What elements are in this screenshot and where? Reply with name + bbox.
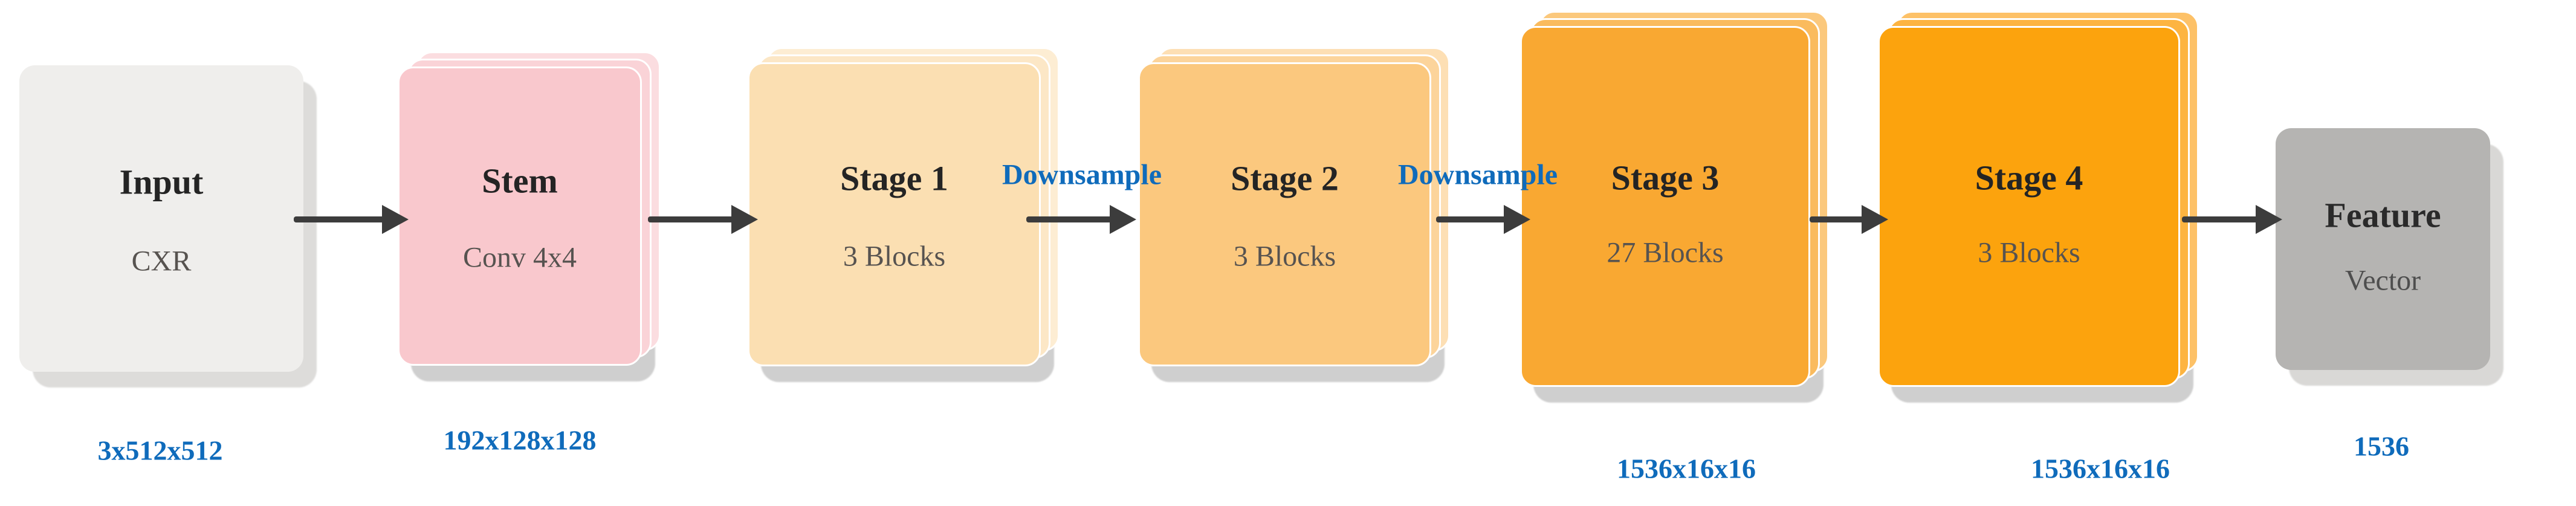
arrow-head-icon <box>1110 205 1136 234</box>
block-feature-card: Feature Vector <box>2276 128 2490 370</box>
block-stage1-subtitle: 3 Blocks <box>843 240 946 273</box>
block-stage1: Stage 1 3 Blocks <box>748 47 1060 382</box>
flow-arrow-input-to-stem <box>294 203 409 236</box>
block-stem-subtitle: Conv 4x4 <box>462 241 577 274</box>
block-stage3: Stage 3 27 Blocks <box>1520 11 1829 403</box>
block-stage2: Stage 2 3 Blocks <box>1138 47 1450 382</box>
block-stage3-subtitle: 27 Blocks <box>1607 236 1724 269</box>
block-stage4-subtitle: 3 Blocks <box>1978 236 2080 269</box>
block-stem-card: Stem Conv 4x4 <box>398 66 642 366</box>
block-stage3-card: Stage 3 27 Blocks <box>1520 26 1810 387</box>
arrow-head-icon <box>1862 205 1888 234</box>
downsample-label-2: Downsample <box>1397 158 1558 191</box>
downsample-label-1: Downsample <box>1002 158 1162 191</box>
block-stage4-card: Stage 4 3 Blocks <box>1878 26 2180 387</box>
block-stem: Stem Conv 4x4 <box>398 51 661 381</box>
block-stage2-subtitle: 3 Blocks <box>1233 240 1336 273</box>
block-input-subtitle: CXR <box>131 245 192 277</box>
arrow-head-icon <box>2256 205 2282 234</box>
dim-label-input: 3x512x512 <box>97 435 223 466</box>
block-feature-title: Feature <box>2325 195 2441 235</box>
block-input-title: Input <box>119 162 204 202</box>
arrow-shaft <box>1436 216 1507 222</box>
block-stage2-card: Stage 2 3 Blocks <box>1138 62 1431 366</box>
flow-arrow-stage1-to-stage2 <box>1026 203 1136 236</box>
arrow-head-icon <box>1504 205 1530 234</box>
dim-label-stem: 192x128x128 <box>443 424 597 456</box>
block-feature-subtitle: Vector <box>2345 264 2421 297</box>
block-stem-title: Stem <box>482 161 558 201</box>
arrow-shaft <box>1810 216 1865 222</box>
dim-label-stage3: 1536x16x16 <box>1617 453 1756 484</box>
block-feature: Feature Vector <box>2276 128 2503 386</box>
dim-label-stage4: 1536x16x16 <box>2031 453 2170 484</box>
arrow-head-icon <box>731 205 758 234</box>
flow-arrow-stem-to-stage1 <box>648 203 758 236</box>
flow-arrow-stage2-to-stage3 <box>1436 203 1530 236</box>
block-stage1-title: Stage 1 <box>840 158 948 198</box>
block-input-card: Input CXR <box>19 65 303 372</box>
block-stage1-card: Stage 1 3 Blocks <box>748 62 1041 366</box>
arrow-shaft <box>648 216 735 222</box>
block-input: Input CXR <box>19 65 317 388</box>
arrow-shaft <box>1026 216 1113 222</box>
block-stage4: Stage 4 3 Blocks <box>1878 11 2199 403</box>
block-stage4-title: Stage 4 <box>1975 158 2083 198</box>
flow-arrow-stage3-to-stage4 <box>1810 203 1888 236</box>
arrow-shaft <box>294 216 386 222</box>
flow-arrow-stage4-to-feature <box>2182 203 2282 236</box>
block-stage3-title: Stage 3 <box>1611 158 1720 198</box>
block-stage2-title: Stage 2 <box>1231 158 1339 198</box>
arrow-head-icon <box>382 205 409 234</box>
dim-label-feature: 1536 <box>2354 430 2409 462</box>
arrow-shaft <box>2182 216 2259 222</box>
